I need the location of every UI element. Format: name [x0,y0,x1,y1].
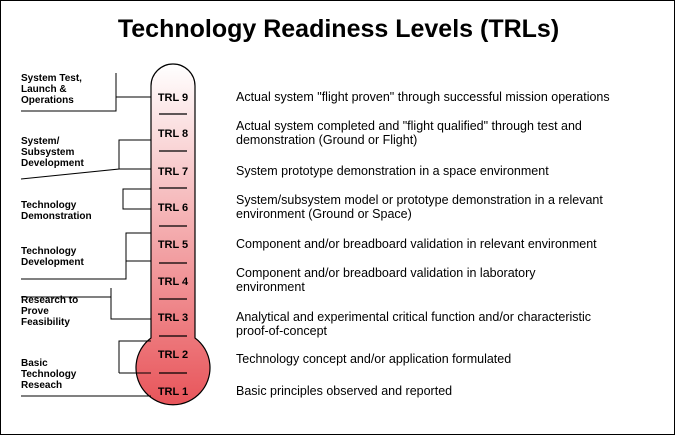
trl-label: TRL 5 [158,239,188,251]
trl-label: TRL 2 [158,349,188,361]
stage-label: Technology Demonstration [21,200,92,222]
bracket-system-subsystem [20,139,151,180]
trl-label: TRL 4 [158,276,189,288]
trl-description: Component and/or breadboard validation i… [236,237,597,251]
trl-description: Component and/or breadboard validation i… [236,266,536,294]
trl-description: Technology concept and/or application fo… [236,352,512,366]
trl-label: TRL 7 [158,166,188,178]
bracket-tech-dev [21,232,151,280]
stage-label: System Test, Launch & Operations [21,73,82,106]
trl-description: Actual system completed and "flight qual… [236,119,582,147]
trl-description: Actual system "flight proven" through su… [236,90,610,104]
bracket-research [21,288,151,320]
page-title: Technology Readiness Levels (TRLs) [117,15,560,43]
bracket-tech-demo [122,188,151,210]
bracket-system-test [21,73,117,112]
stage-brackets [20,73,151,397]
stage-label: Research to Prove Feasibility [21,295,79,328]
stage-label: System/ Subsystem Development [21,136,84,169]
stage-label: Technology Development [21,246,84,268]
bracket-basic [21,340,151,397]
trl-label: TRL 3 [158,312,188,324]
trl-description: Analytical and experimental critical fun… [236,310,592,338]
trl-label: TRL 9 [158,92,188,104]
stage-label: Basic Technology Reseach [21,358,77,391]
trl-label: TRL 1 [158,386,188,398]
trl-description: System prototype demonstration in a spac… [236,164,549,178]
trl-description: System/subsystem model or prototype demo… [236,193,603,221]
trl-description: Basic principles observed and reported [236,384,453,398]
thermometer-body [135,63,211,406]
trl-levels: TRL 9 TRL 8 TRL 7 TRL 6 TRL 5 TRL 4 TRL 3 TRL 2… [158,92,189,398]
trl-label: TRL 6 [158,202,188,214]
trl-label: TRL 8 [158,128,188,140]
